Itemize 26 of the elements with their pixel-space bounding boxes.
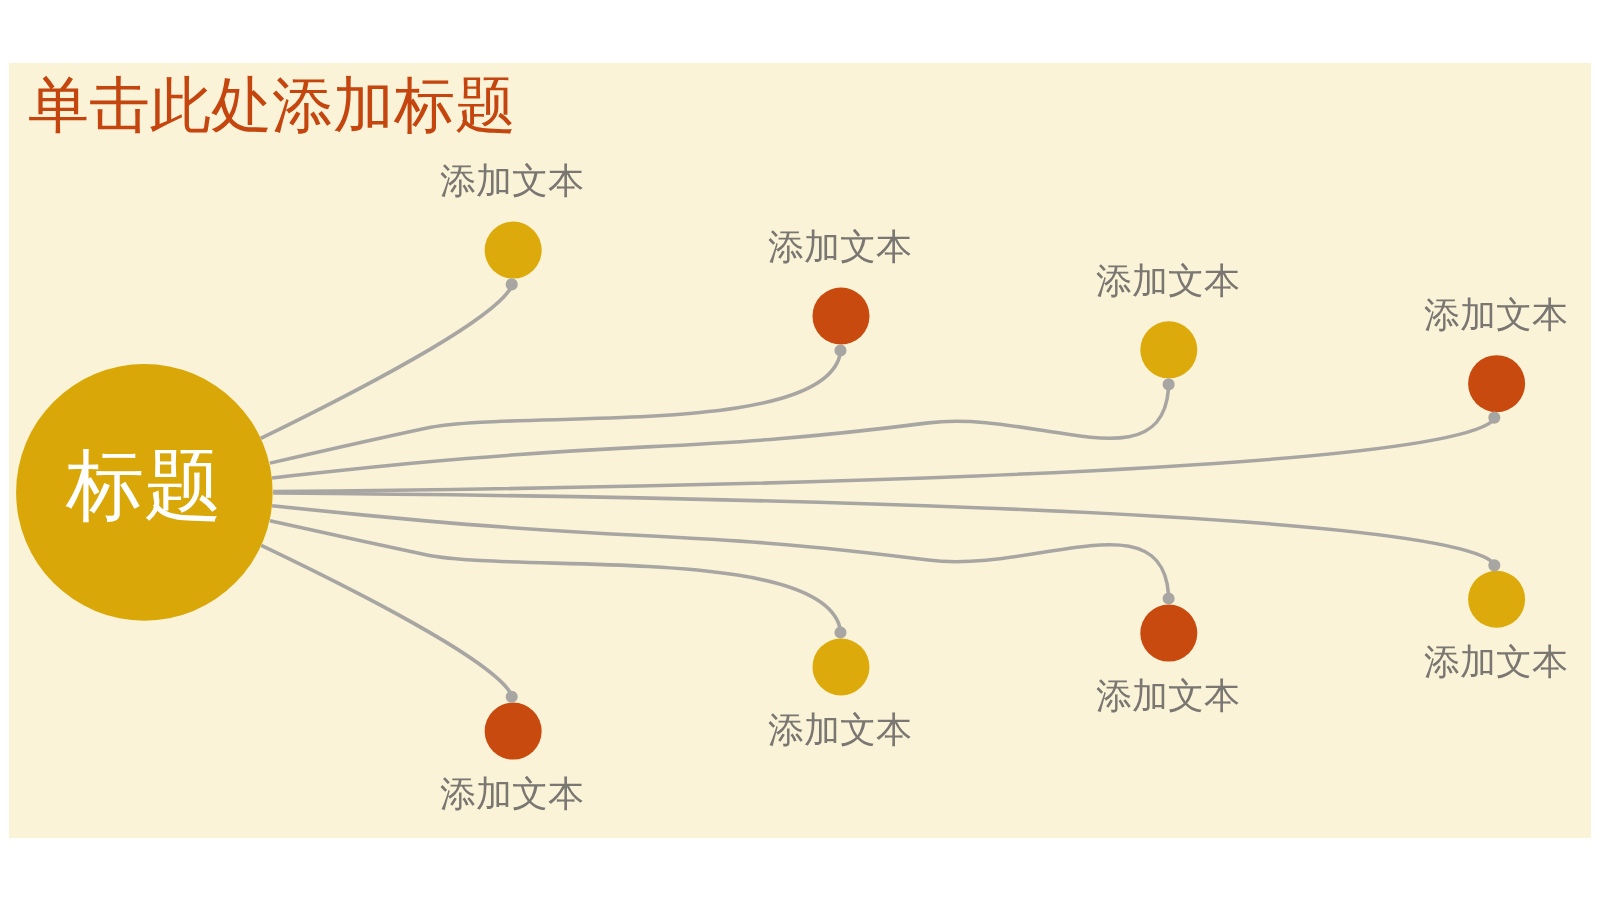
node-circle [812, 637, 870, 695]
node-circle: 标题 [16, 363, 273, 621]
node-label: 添加文本 [440, 159, 585, 201]
connector [271, 377, 1175, 480]
connector [273, 411, 1501, 493]
connector [273, 490, 1501, 571]
connector [259, 277, 518, 440]
connector [269, 343, 847, 465]
node-label: 添加文本 [1095, 674, 1240, 716]
node-label: 添加文本 [767, 708, 912, 750]
connector [271, 503, 1175, 605]
node-circle [1468, 570, 1526, 628]
node-circle [1468, 354, 1526, 412]
node-circle [484, 702, 542, 760]
node-label: 添加文本 [1095, 259, 1240, 301]
node-label: 添加文本 [1423, 293, 1568, 335]
node-label: 添加文本 [440, 772, 585, 814]
connector [269, 518, 847, 638]
node-label: 添加文本 [1423, 640, 1568, 682]
node-circle [1140, 320, 1198, 378]
node-circle [484, 221, 542, 279]
node-circle [1140, 604, 1198, 662]
node-circle [812, 287, 870, 344]
connector [260, 543, 518, 703]
node-label: 添加文本 [767, 225, 912, 267]
diagram-title: 单击此处添加标题 [27, 69, 516, 140]
